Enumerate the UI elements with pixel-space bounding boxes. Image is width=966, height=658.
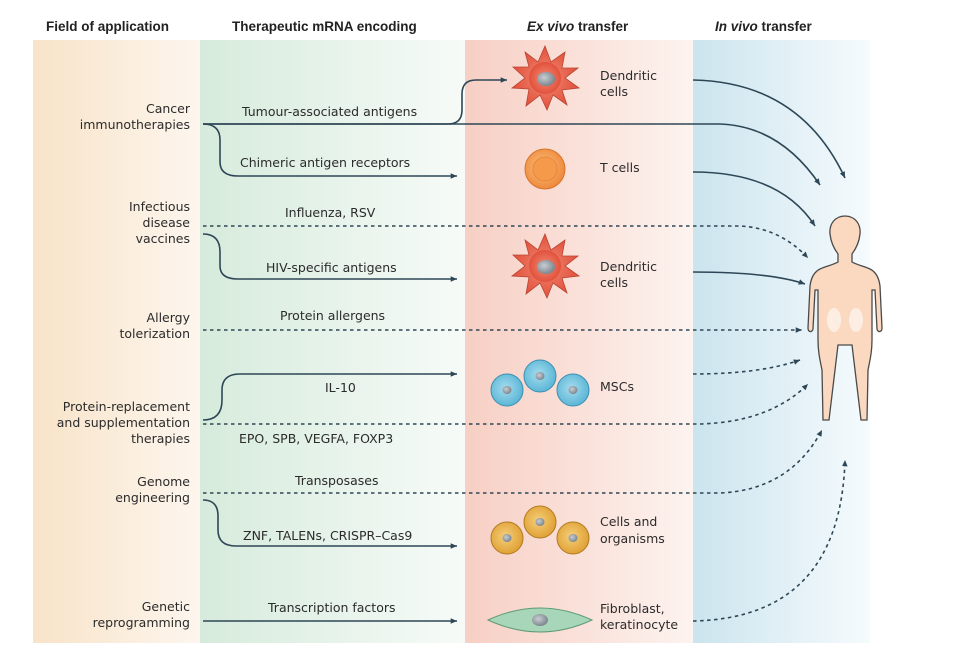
header-mrna: Therapeutic mRNA encoding (232, 19, 417, 34)
cell-organisms-line1: Cells and (600, 514, 657, 529)
field-protein-line1: Protein-replacement (63, 399, 190, 414)
msc-cells (490, 359, 590, 407)
t-cell (524, 148, 566, 190)
encoding-tumour-antigens: Tumour-associated antigens (241, 104, 417, 119)
encoding-protein-allergens: Protein allergens (280, 308, 385, 323)
header-invivo: In vivo transfer (715, 19, 813, 34)
cell-dendritic-2-line1: Dendritic (600, 259, 657, 274)
encoding-influenza-rsv: Influenza, RSV (285, 205, 376, 220)
field-protein-line2: and supplementation (57, 415, 190, 430)
field-genome-line1: Genome (137, 474, 190, 489)
header-exvivo: Ex vivo transfer (527, 19, 629, 34)
arrow-protein-to-body (203, 383, 809, 425)
encoding-gene-editors: ZNF, TALENs, CRISPR–Cas9 (243, 528, 412, 543)
cell-tcells: T cells (599, 160, 640, 175)
arrow-transposases-to-body (203, 429, 823, 494)
arrow-hiv-to-dendritic (202, 233, 457, 282)
field-genome-line2: engineering (115, 490, 190, 505)
encoding-epo-spb: EPO, SPB, VEGFA, FOXP3 (239, 431, 393, 446)
field-allergy-line2: tolerization (120, 326, 191, 341)
arrow-car-to-tcells (202, 123, 457, 179)
encoding-il10: IL-10 (325, 380, 356, 395)
cell-dendritic-1-line1: Dendritic (600, 68, 657, 83)
arrow-dendritic2-to-body (692, 271, 806, 285)
organism-cells (490, 505, 590, 555)
encoding-car: Chimeric antigen receptors (240, 155, 410, 170)
mrna-band (200, 40, 465, 643)
field-infectious-line3: vaccines (136, 231, 190, 246)
field-cancer-line2: immunotherapies (80, 117, 190, 132)
field-cancer-line1: Cancer (146, 101, 191, 116)
field-reprogramming-line1: Genetic (142, 599, 190, 614)
field-allergy-line1: Allergy (147, 310, 191, 325)
cell-mscs: MSCs (600, 379, 634, 394)
field-infectious-line1: Infectious (129, 199, 190, 214)
cell-organisms-line2: organisms (600, 531, 665, 546)
field-infectious-line2: disease (143, 215, 191, 230)
flow-arrows (202, 77, 848, 624)
arrow-influenza-to-body (203, 225, 809, 259)
cell-fibroblast-line1: Fibroblast, (600, 601, 665, 616)
cell-dendritic-2-line2: cells (600, 275, 628, 290)
arrow-dendritic1-to-body (692, 79, 846, 179)
field-labels: Cancer immunotherapies Infectious diseas… (57, 101, 191, 630)
fibroblast-cell (486, 607, 594, 633)
arrow-il10-to-mscs (202, 371, 457, 421)
header-exvivo-italic: Ex vivo (527, 19, 574, 34)
header-invivo-italic: In vivo (715, 19, 758, 34)
arrow-tumour-direct-invivo (203, 123, 821, 186)
encoding-transcription-factors: Transcription factors (267, 600, 396, 615)
field-reprogramming-line2: reprogramming (93, 615, 190, 630)
encoding-hiv-antigens: HIV-specific antigens (266, 260, 397, 275)
dendritic-cell-1 (510, 44, 581, 112)
arrow-editors-to-organisms (202, 499, 457, 549)
cell-dendritic-1-line2: cells (600, 84, 628, 99)
header-exvivo-rest: transfer (574, 19, 629, 34)
field-protein-line3: therapies (131, 431, 190, 446)
arrow-fibroblast-to-body (692, 459, 848, 622)
human-body-icon (807, 215, 883, 421)
header-field: Field of application (46, 19, 169, 34)
arrow-tcells-to-body (692, 171, 816, 227)
arrow-mscs-to-body (692, 359, 801, 375)
header-invivo-rest: transfer (758, 19, 813, 34)
dendritic-cell-2 (510, 232, 581, 300)
field-band (33, 40, 200, 643)
cell-fibroblast-line2: keratinocyte (600, 617, 678, 632)
encoding-transposases: Transposases (294, 473, 379, 488)
